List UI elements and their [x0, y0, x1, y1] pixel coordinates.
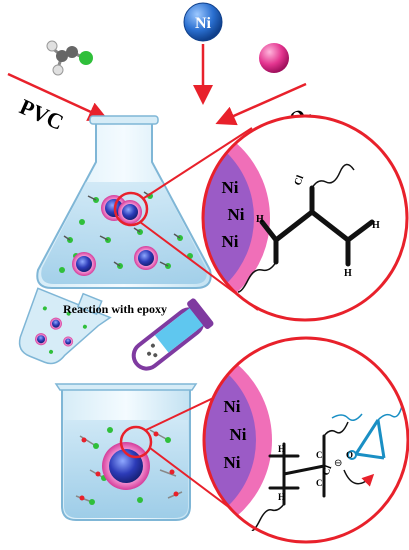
- fe3o4-sphere-icon: [259, 43, 289, 73]
- erlenmeyer-flask: [36, 115, 212, 289]
- pvc-arrow: [7, 72, 109, 121]
- c-label-2: C: [316, 478, 323, 488]
- h-label-4: H: [278, 444, 285, 454]
- zoom1-ni-2: Ni: [228, 205, 245, 224]
- zoom2-ni-3: Ni: [224, 453, 241, 472]
- cl-label-2: Cl: [320, 464, 334, 477]
- h-label-1: H: [256, 214, 264, 225]
- h-label-5: H: [278, 492, 285, 502]
- minus-charge-label: ⊖: [334, 458, 342, 469]
- fe3o4-arrow: [215, 82, 307, 126]
- cl-label-1: Cl: [292, 174, 306, 187]
- zoom2-ni-2: Ni: [230, 425, 247, 444]
- small-flask-icon: [18, 287, 112, 365]
- beaker: [54, 383, 198, 521]
- reaction-label: Reaction with epoxy: [63, 302, 167, 316]
- zoom-line-top-1: [143, 127, 253, 199]
- zoom1-ni-1: Ni: [222, 178, 239, 197]
- zoom2-ni-1: Ni: [224, 397, 241, 416]
- ni-sphere-icon: Ni: [183, 2, 223, 42]
- zoom-marker-bottom: [119, 425, 153, 459]
- vinyl-chloride-molecule-icon: [46, 40, 93, 76]
- pvc-label: PVC: [16, 94, 67, 135]
- test-tube-icon: [131, 298, 214, 371]
- o-label: O: [346, 450, 353, 460]
- h-label-2: H: [372, 220, 380, 231]
- epoxide-ring-icon: O: [331, 405, 403, 487]
- c-label-1: C: [316, 450, 323, 460]
- pvc-chain-structure: [259, 185, 375, 267]
- h-label-3: H: [344, 268, 352, 279]
- ni-top-label: Ni: [195, 15, 212, 32]
- zoom-marker-top: [113, 191, 149, 227]
- zoom1-ni-3: Ni: [222, 232, 239, 251]
- pvc-chain-structure-2: [268, 434, 326, 506]
